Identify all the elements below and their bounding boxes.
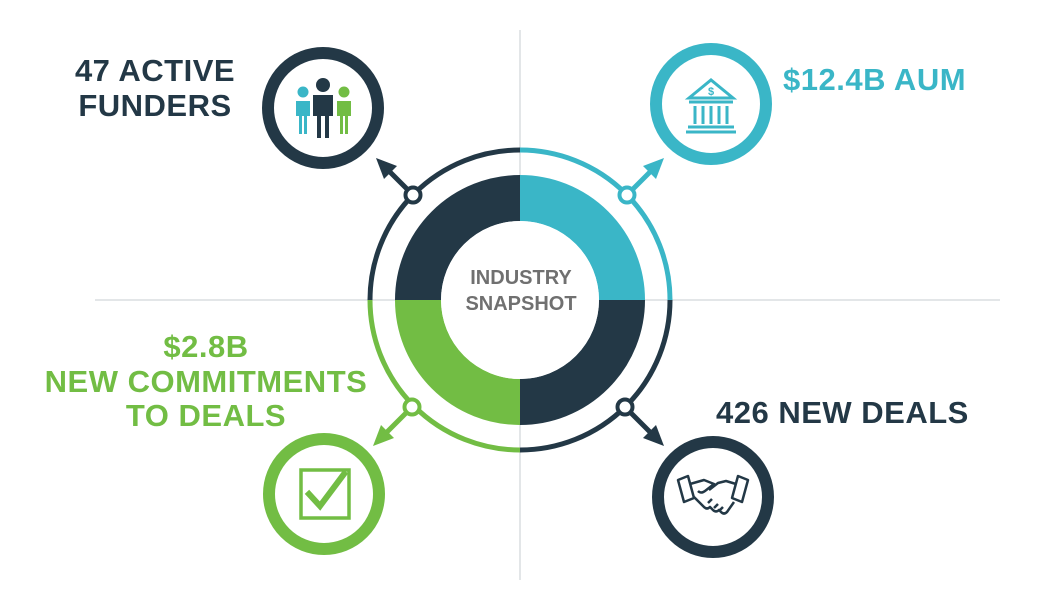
center-title-line1: INDUSTRY: [470, 267, 572, 289]
bank-icon: $: [684, 78, 738, 134]
stat-commitments: $2.8B NEW COMMITMENTS TO DEALS: [26, 329, 386, 434]
stat-aum: $12.4B AUM: [783, 62, 967, 98]
center-title-line2: SNAPSHOT: [465, 293, 577, 315]
donut-bottom-left: [395, 299, 521, 425]
stat-funders: 47 ACTIVE FUNDERS: [60, 53, 250, 123]
stat-commitments-line2: NEW COMMITMENTS: [44, 363, 368, 399]
stat-funders-line1: 47 ACTIVE: [74, 53, 236, 88]
center-title: INDUSTRY SNAPSHOT: [439, 265, 603, 317]
checkbox-icon: [299, 468, 351, 520]
handshake-icon: [676, 474, 750, 515]
badge-commitments: [263, 433, 385, 555]
badge-funders: [262, 47, 384, 169]
stat-aum-text: $12.4B AUM: [783, 62, 967, 97]
center-hub: [441, 221, 599, 379]
stat-commitments-line3: TO DEALS: [125, 398, 287, 434]
arrow-aum: [617, 158, 664, 205]
arrow-deals: [615, 397, 664, 446]
arrow-commitments: [373, 397, 422, 446]
people-icon: [296, 78, 351, 138]
donut-top-left: [395, 175, 521, 301]
stat-deals-text: 426 NEW DEALS: [716, 395, 969, 430]
stat-deals: 426 NEW DEALS: [716, 395, 969, 431]
stat-commitments-line1: $2.8B: [163, 329, 249, 364]
arrow-funders: [376, 158, 423, 205]
svg-text:$: $: [708, 86, 714, 98]
badge-aum: $: [650, 43, 772, 165]
badge-deals: [652, 436, 774, 558]
donut-bottom-right: [519, 299, 645, 425]
stat-funders-line2: FUNDERS: [78, 87, 232, 123]
donut-top-right: [519, 175, 645, 301]
